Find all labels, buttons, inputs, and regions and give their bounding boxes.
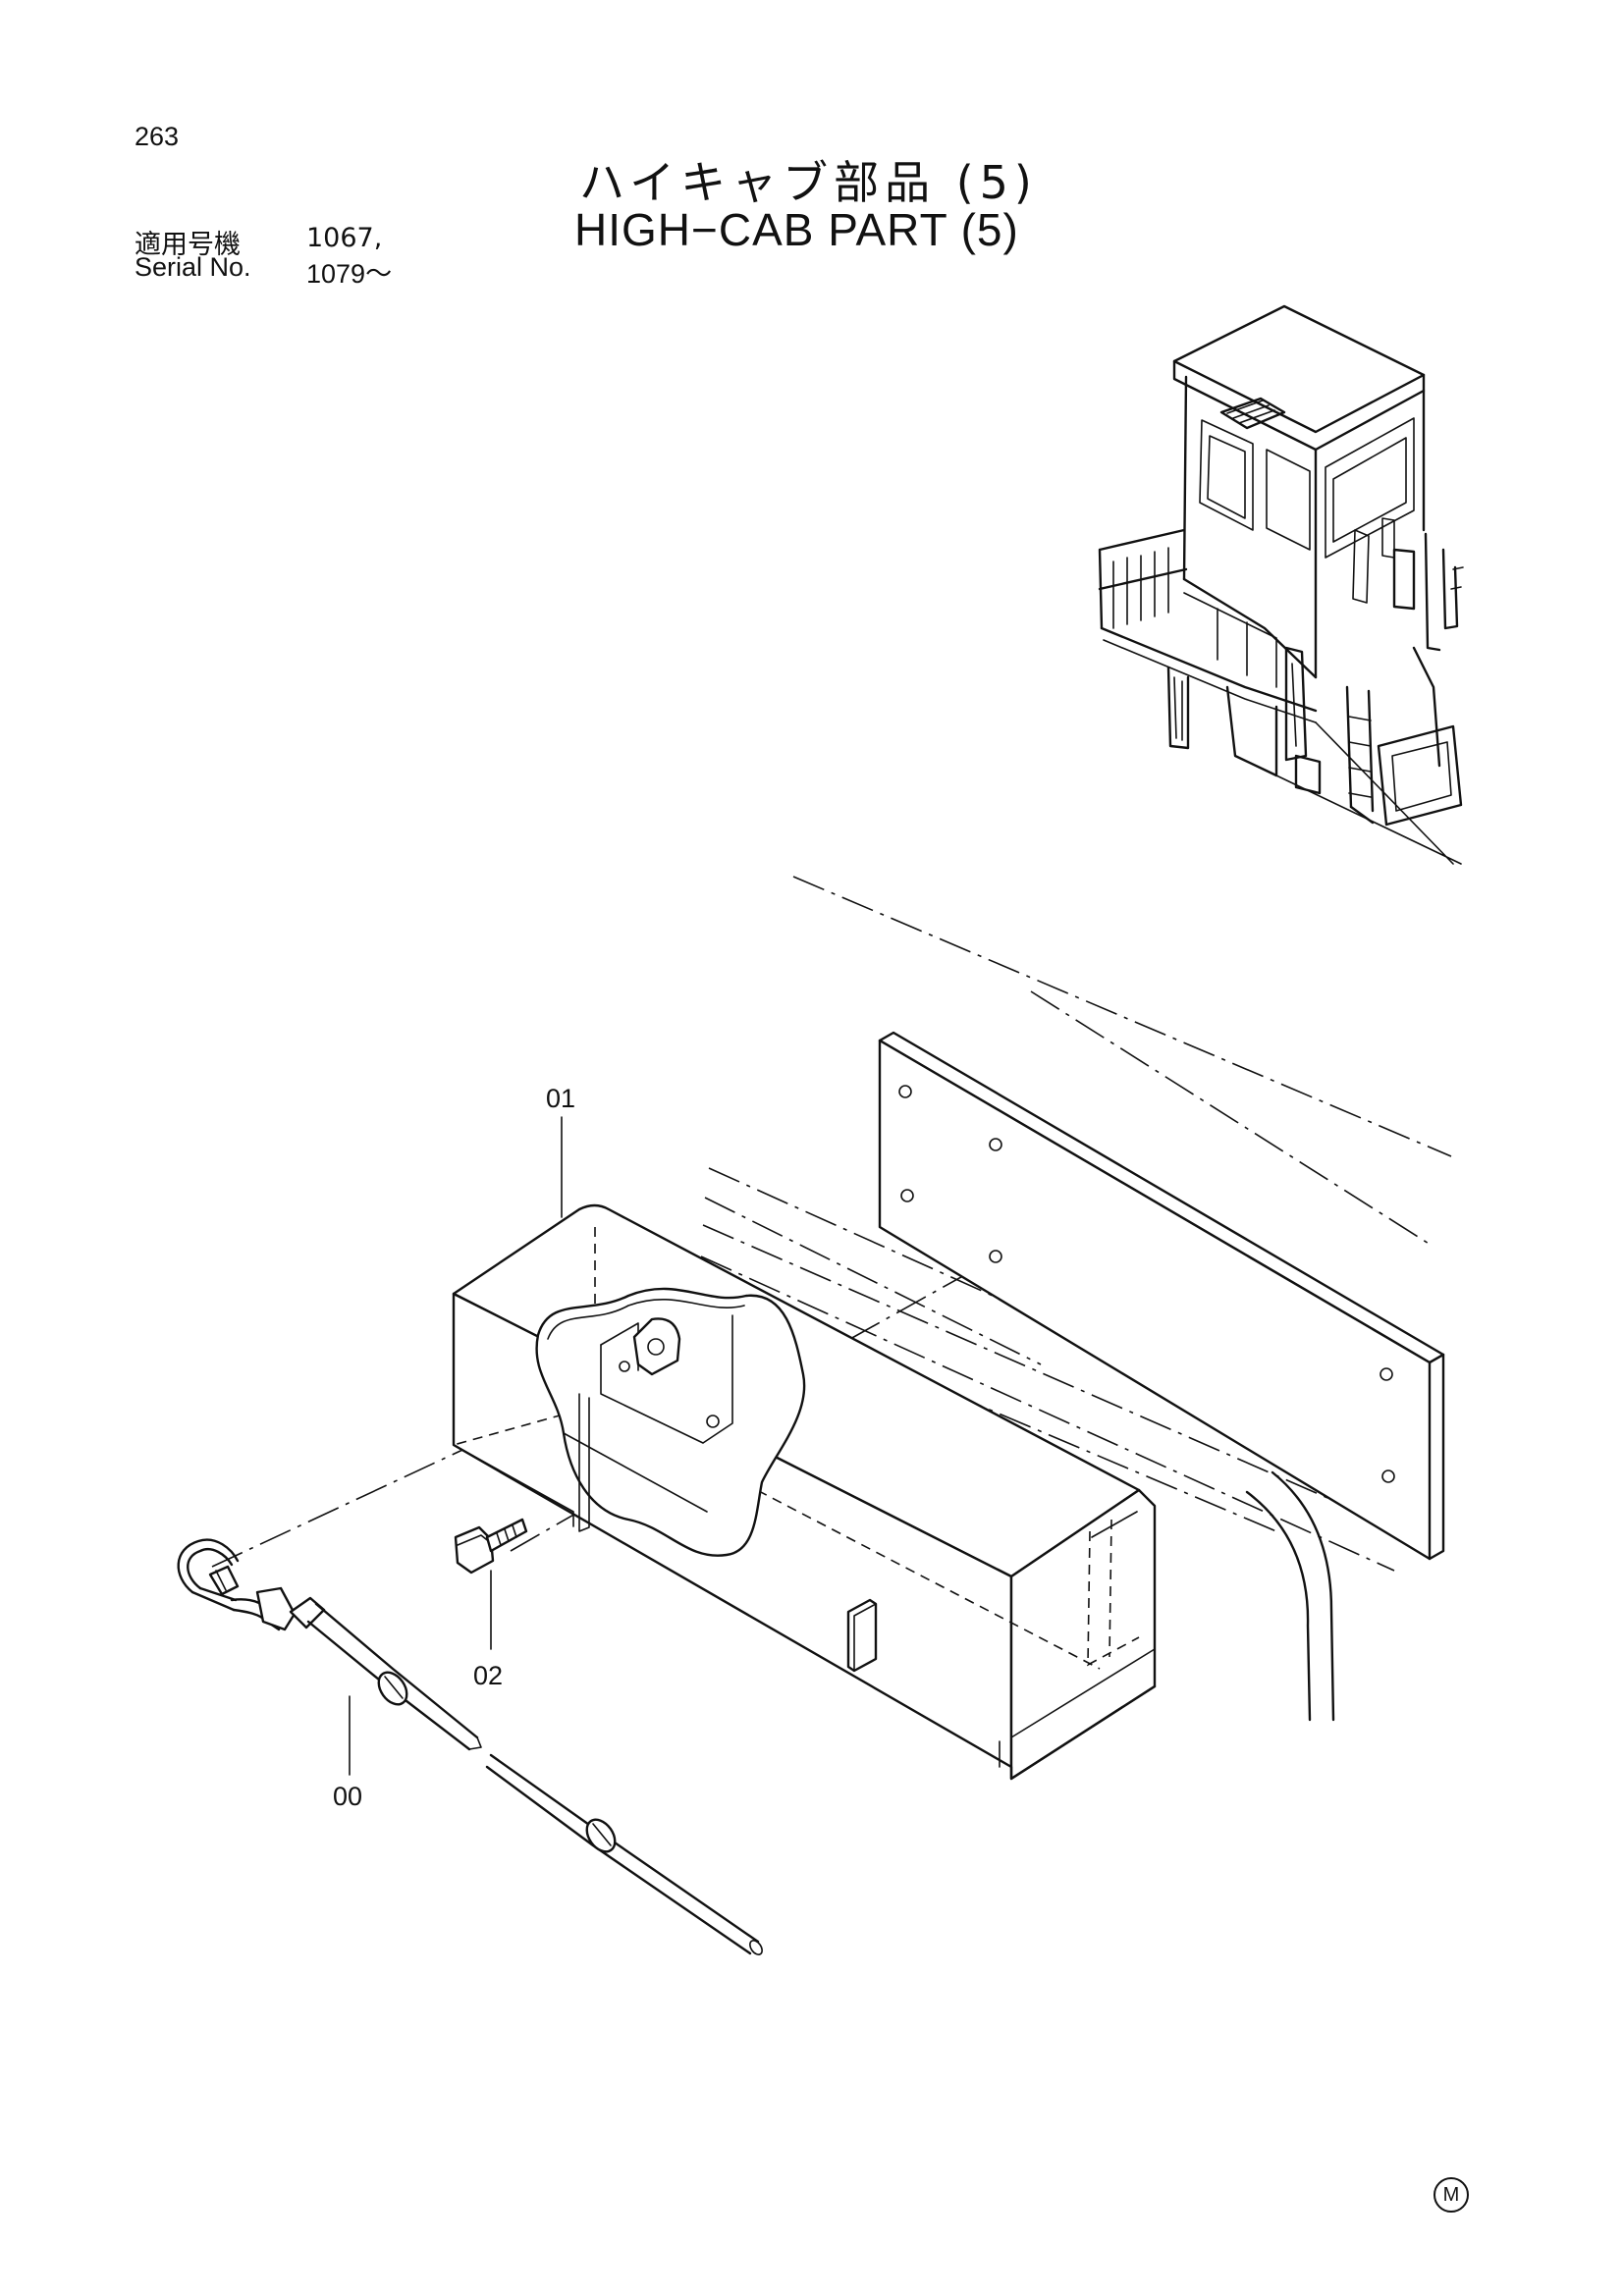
serial-number-label: Serial No. — [135, 252, 251, 282]
applicable-model-value: 1067, — [306, 223, 383, 253]
storage-box-icon — [452, 1203, 1157, 1781]
panel-plate-icon — [878, 1031, 1445, 1561]
serial-number-row: Serial No. 1079～ — [135, 252, 392, 289]
callout-00: 00 — [333, 1782, 363, 1811]
frame-edge-inner — [1245, 1490, 1312, 1722]
serial-number-value: 1079～ — [306, 259, 393, 289]
bolt-icon — [454, 1518, 528, 1575]
machine-overview-icon — [1098, 304, 1464, 865]
page-title-english: HIGH−CAB PART (5) — [574, 204, 1019, 255]
page-title-japanese: ハイキャブ部品 (5) — [579, 156, 1038, 209]
cable-hook-icon — [177, 1538, 763, 1955]
callout-01: 01 — [546, 1084, 576, 1113]
m-mark-icon: M — [1434, 2177, 1469, 2213]
applicable-model-label: 適用号機 — [135, 230, 241, 260]
page-number: 263 — [135, 122, 180, 151]
leader-lines — [349, 1116, 563, 1776]
applicable-model-row: 適用号機 1067, — [135, 223, 382, 261]
callout-02: 02 — [473, 1661, 504, 1690]
frame-edge — [1271, 1470, 1335, 1722]
